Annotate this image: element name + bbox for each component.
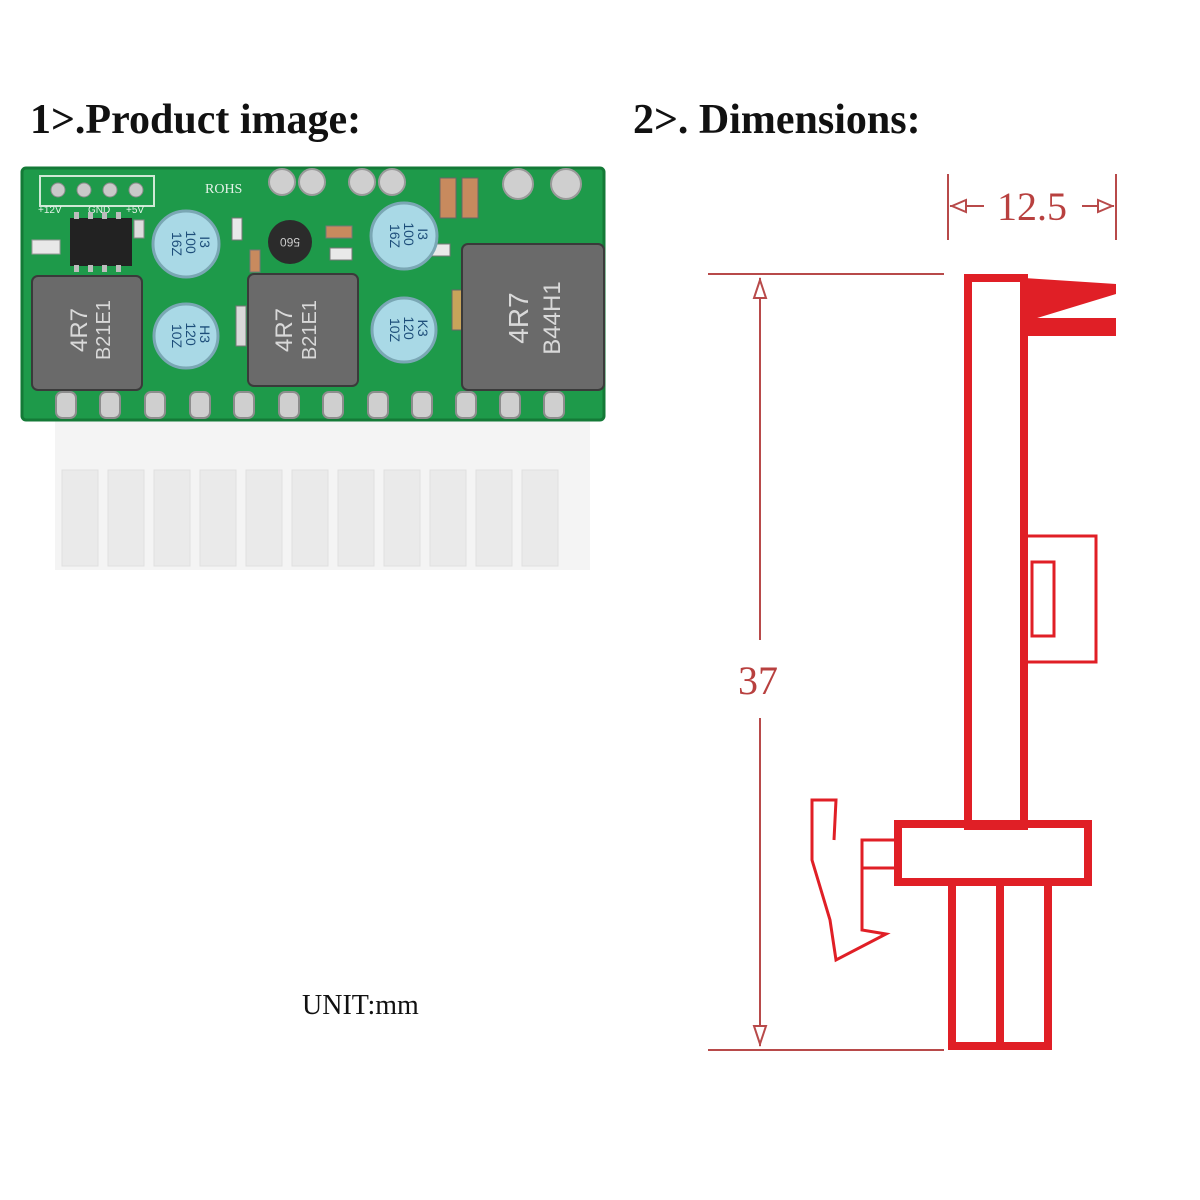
connector-pins [55,391,565,419]
capacitor-3: H3 120 10Z [152,302,220,370]
pin-label-12v: +12V [38,205,62,216]
svg-text:560: 560 [280,235,300,249]
capacitor-2: I3 100 16Z [369,201,439,271]
dimensions-heading: 2>. Dimensions: [633,97,921,143]
small-components [31,177,479,347]
solder-posts [268,168,582,200]
connector-profile [894,274,1116,1050]
latch-profile [810,534,1098,963]
capacitor-1: I3 100 16Z [151,209,221,279]
height-dimension [708,273,944,1051]
power-inductor-1: 4R7 B21E1 [31,275,143,391]
width-value: 12.5 [997,184,1067,229]
power-inductor-2: 4R7 B21E1 [247,273,359,387]
height-value: 37 [738,658,778,703]
pin-label-gnd: GND [88,205,110,216]
svg-text:4R7: 4R7 [503,292,534,343]
small-inductor: 560 [268,220,312,264]
svg-text:I3 100 16Z: I3 100 16Z [387,222,431,249]
svg-text:B21E1: B21E1 [93,300,115,360]
svg-text:B21E1: B21E1 [299,300,321,360]
svg-text:H3 120 10Z: H3 120 10Z [169,322,213,349]
pin-label-5v: +5V [126,205,144,216]
power-inductor-3: 4R7 B44H1 [461,243,605,391]
connector-housing [55,408,590,570]
unit-label: UNIT:mm [302,990,419,1021]
product-image-heading: 1>.Product image: [30,97,362,143]
svg-text:B44H1: B44H1 [539,281,566,354]
width-dimension [947,174,1117,240]
capacitor-4: K3 120 10Z [370,296,438,364]
svg-text:4R7: 4R7 [66,308,93,352]
svg-text:K3 120 10Z: K3 120 10Z [387,316,431,343]
pin-header [39,175,155,207]
svg-text:I3 100 16Z: I3 100 16Z [169,230,213,257]
svg-text:4R7: 4R7 [271,308,298,352]
rohs-mark: ROHS [205,182,242,197]
